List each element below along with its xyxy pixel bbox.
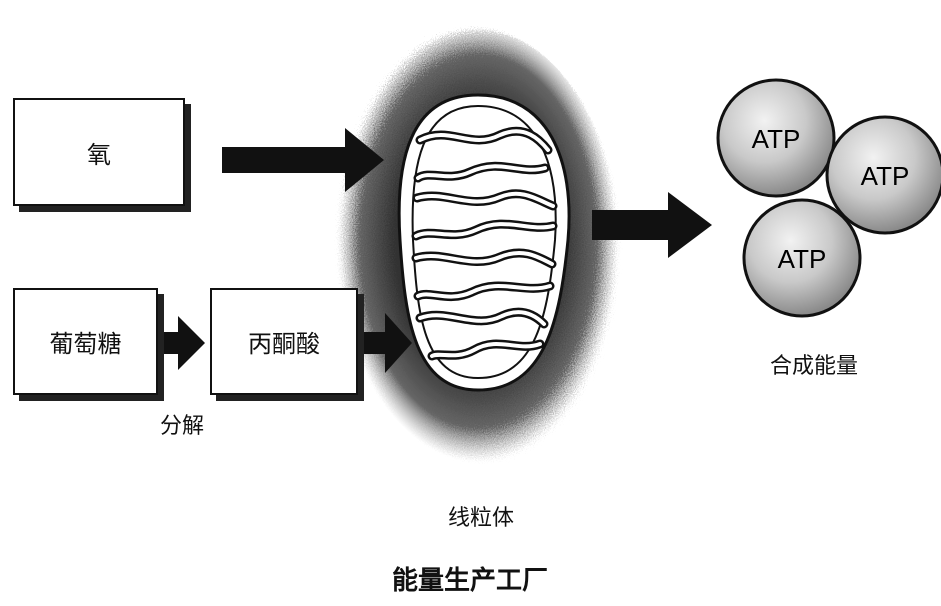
svg-text:ATP: ATP xyxy=(778,244,827,274)
oxygen-box: 氧 xyxy=(13,98,185,206)
svg-text:ATP: ATP xyxy=(861,161,910,191)
arrow-mitochondrion-to-atp xyxy=(592,192,712,258)
arrow-pyruvate-to-mitochondrion xyxy=(362,313,412,373)
mitochondrion-label: 线粒体 xyxy=(448,506,515,531)
pyruvate-label: 丙酮酸 xyxy=(248,330,320,358)
glucose-box: 葡萄糖 xyxy=(13,288,158,395)
svg-text:ATP: ATP xyxy=(752,124,801,154)
atp-molecule: ATP xyxy=(825,115,941,235)
mitochondrion-icon xyxy=(397,93,571,392)
atp-molecule: ATP xyxy=(742,198,862,318)
oxygen-label: 氧 xyxy=(87,140,111,169)
energy-synthesis-label: 合成能量 xyxy=(770,354,859,379)
arrow-oxygen-to-mitochondrion xyxy=(222,128,384,192)
pyruvate-box: 丙酮酸 xyxy=(210,288,358,395)
glucose-label: 葡萄糖 xyxy=(49,330,122,358)
atp-molecule: ATP xyxy=(716,78,836,198)
decompose-label: 分解 xyxy=(160,414,205,439)
arrow-glucose-to-pyruvate xyxy=(162,316,205,370)
page-title: 能量生产工厂 xyxy=(392,566,549,596)
